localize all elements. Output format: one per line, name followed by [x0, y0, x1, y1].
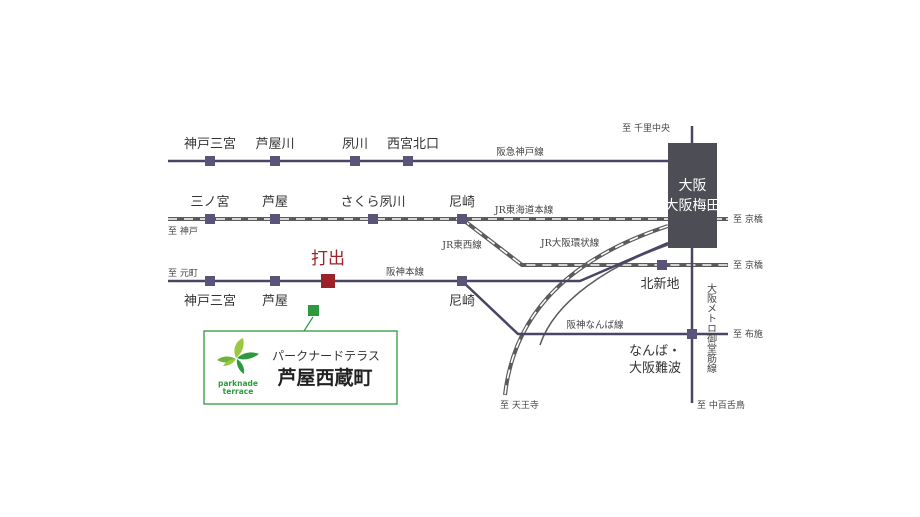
- station-label: 尼崎: [449, 294, 475, 309]
- logo-text: terrace: [223, 387, 254, 396]
- direction-label: 至 元町: [168, 268, 198, 279]
- line-label: 阪神なんば線: [566, 319, 624, 331]
- station-marker: [403, 156, 413, 166]
- station-marker: [350, 156, 360, 166]
- station-osaka-label: 大阪: [679, 178, 707, 194]
- line-label: JR東海道本線: [494, 204, 554, 216]
- station-marker: [457, 214, 467, 224]
- property-box: [203, 330, 398, 405]
- station-marker: [270, 156, 280, 166]
- property-marker: [308, 305, 319, 316]
- station-label: 夙川: [342, 137, 368, 152]
- station-marker: [205, 156, 215, 166]
- station-uchide-label: 打出: [311, 249, 345, 269]
- line-label: JR大阪環状線: [540, 237, 600, 249]
- direction-label: 至 千里中央: [622, 122, 670, 134]
- station-marker: [687, 329, 697, 339]
- station-label: 西宮北口: [387, 136, 439, 152]
- station-label: 北新地: [640, 276, 679, 292]
- station-marker: [457, 276, 467, 286]
- direction-label: 至 神戸: [168, 225, 198, 237]
- jr-loop-line-dash: [504, 225, 669, 396]
- station-label: 芦屋川: [255, 137, 294, 152]
- osaka-umeda-block: [668, 143, 717, 248]
- station-label: なんば・: [629, 344, 681, 359]
- property-name: 芦屋西蔵町: [277, 366, 372, 389]
- station-label: 大阪難波: [629, 361, 681, 376]
- property-name-kana: パークナードテラス: [272, 349, 380, 363]
- direction-label: 至 布施: [733, 328, 763, 340]
- logo-text: parknade: [218, 379, 258, 388]
- station-label: 神戸三宮: [184, 293, 236, 309]
- line-label: 阪神本線: [386, 266, 425, 278]
- direction-label: 至 天王寺: [500, 400, 539, 411]
- station-label: 芦屋: [262, 195, 288, 210]
- station-label: 神戸三宮: [184, 136, 236, 152]
- line-label: 阪急神戸線: [496, 146, 544, 158]
- property-connector: [303, 316, 314, 332]
- station-label: 芦屋: [262, 294, 288, 309]
- station-marker: [205, 276, 215, 286]
- station-label: さくら夙川: [340, 195, 405, 210]
- station-marker: [657, 260, 667, 270]
- leaf-logo-icon: [217, 338, 259, 374]
- hanshin-main-line: [168, 241, 669, 283]
- station-marker: [368, 214, 378, 224]
- station-marker: [205, 214, 215, 224]
- direction-label: 至 中百舌鳥: [697, 399, 745, 411]
- station-marker: [270, 276, 280, 286]
- direction-label: 至 京橋: [733, 213, 763, 225]
- station-label: 三ノ宮: [190, 194, 229, 210]
- line-label: JR東西線: [441, 239, 482, 251]
- station-osaka-umeda-label: 大阪梅田: [665, 198, 721, 214]
- station-marker: [270, 214, 280, 224]
- station-uchide-marker: [321, 274, 335, 288]
- hanshin-namba-line: [461, 280, 728, 336]
- line-label-midosuji: 大阪メトロ御堂筋線: [705, 282, 717, 373]
- station-label: 尼崎: [449, 195, 475, 210]
- direction-label: 至 京橋: [733, 259, 763, 271]
